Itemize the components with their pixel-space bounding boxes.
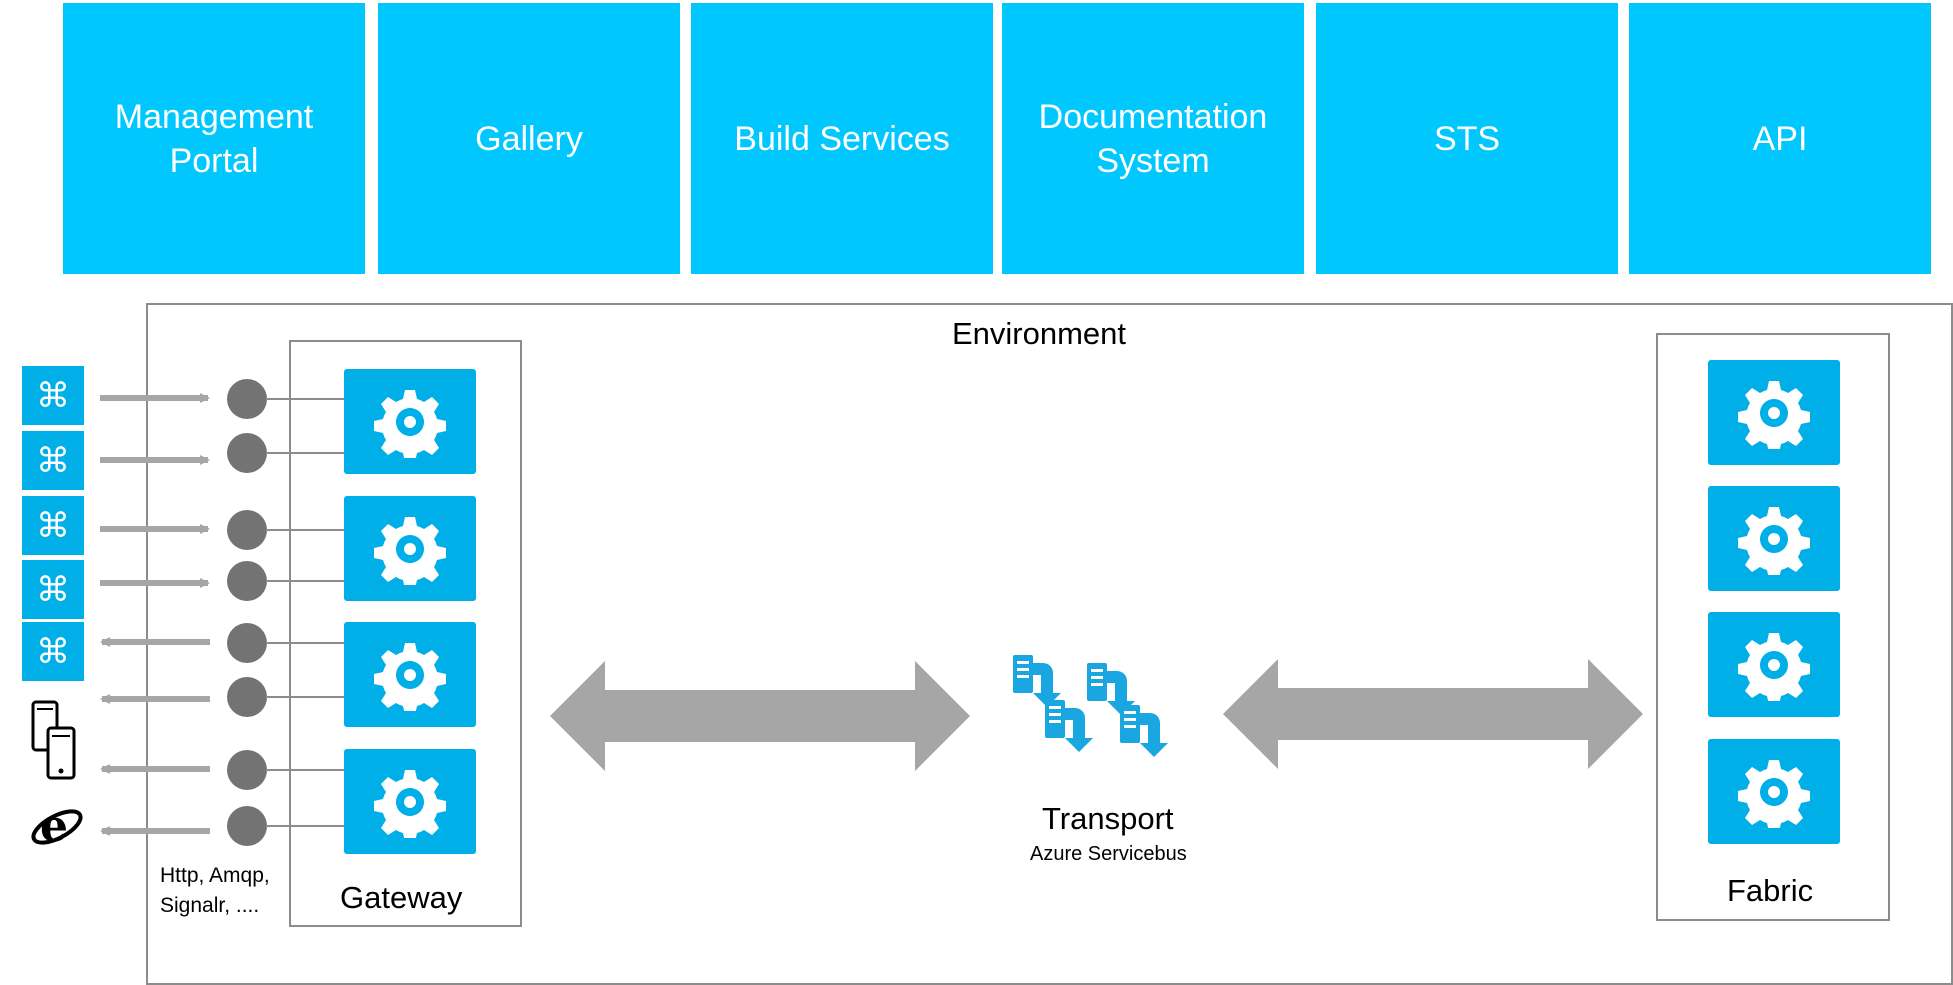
gateway-service-gear: [344, 369, 476, 474]
tile-build-services: Build Services: [691, 3, 993, 274]
tile-api: API: [1629, 3, 1931, 274]
connector-line: [266, 580, 344, 582]
tile-gallery: Gallery: [378, 3, 680, 274]
gateway-title: Gateway: [340, 880, 463, 915]
gateway-transport-double-arrow: [550, 661, 970, 771]
tile-management-portal: Management Portal: [63, 3, 365, 274]
protocol-endpoint-dot: [227, 510, 267, 550]
transport-subtitle: Azure Servicebus: [1030, 843, 1187, 865]
client-command-icon: ⌘: [22, 431, 84, 490]
ie-letter: e: [40, 801, 68, 852]
environment-title: Environment: [952, 316, 1127, 351]
fabric-service-gear: [1708, 612, 1840, 717]
fabric-service-gear: [1708, 739, 1840, 844]
gateway-protocols: Http, Amqp, Signalr, ....: [160, 864, 270, 917]
protocol-endpoint-dot: [227, 433, 267, 473]
connector-line: [266, 452, 344, 454]
client-command-icon: ⌘: [22, 366, 84, 425]
connector-line: [266, 529, 344, 531]
protocol-endpoint-dot: [227, 677, 267, 717]
protocol-endpoint-dot: [227, 623, 267, 663]
client-command-icon: ⌘: [22, 622, 84, 681]
protocol-endpoint-dot: [227, 806, 267, 846]
fabric-service-gear: [1708, 486, 1840, 591]
connector-line: [266, 642, 344, 644]
servicebus-icon: [1013, 655, 1168, 757]
protocol-endpoint-dot: [227, 379, 267, 419]
gateway-service-gear: [344, 749, 476, 854]
outbound-arrows: [100, 637, 210, 836]
protocol-endpoint-dot: [227, 561, 267, 601]
fabric-service-gear: [1708, 360, 1840, 465]
client-command-icon: ⌘: [22, 560, 84, 619]
tile-sts: STS: [1316, 3, 1618, 274]
transport-fabric-double-arrow: [1223, 659, 1643, 769]
connector-line: [266, 696, 344, 698]
gateway-service-gear: [344, 496, 476, 601]
tile-documentation-system: Documentation System: [1002, 3, 1304, 274]
inbound-arrows: [100, 393, 210, 588]
fabric-title: Fabric: [1727, 873, 1814, 908]
gateway-service-gear: [344, 622, 476, 727]
protocol-endpoint-dot: [227, 750, 267, 790]
internet-explorer-icon: e: [31, 801, 83, 852]
connector-line: [266, 769, 344, 771]
client-command-icon: ⌘: [22, 496, 84, 555]
connector-line: [266, 398, 344, 400]
connector-line: [266, 825, 344, 827]
transport-title: Transport: [1042, 801, 1174, 836]
mobile-devices-icon: [31, 700, 76, 780]
